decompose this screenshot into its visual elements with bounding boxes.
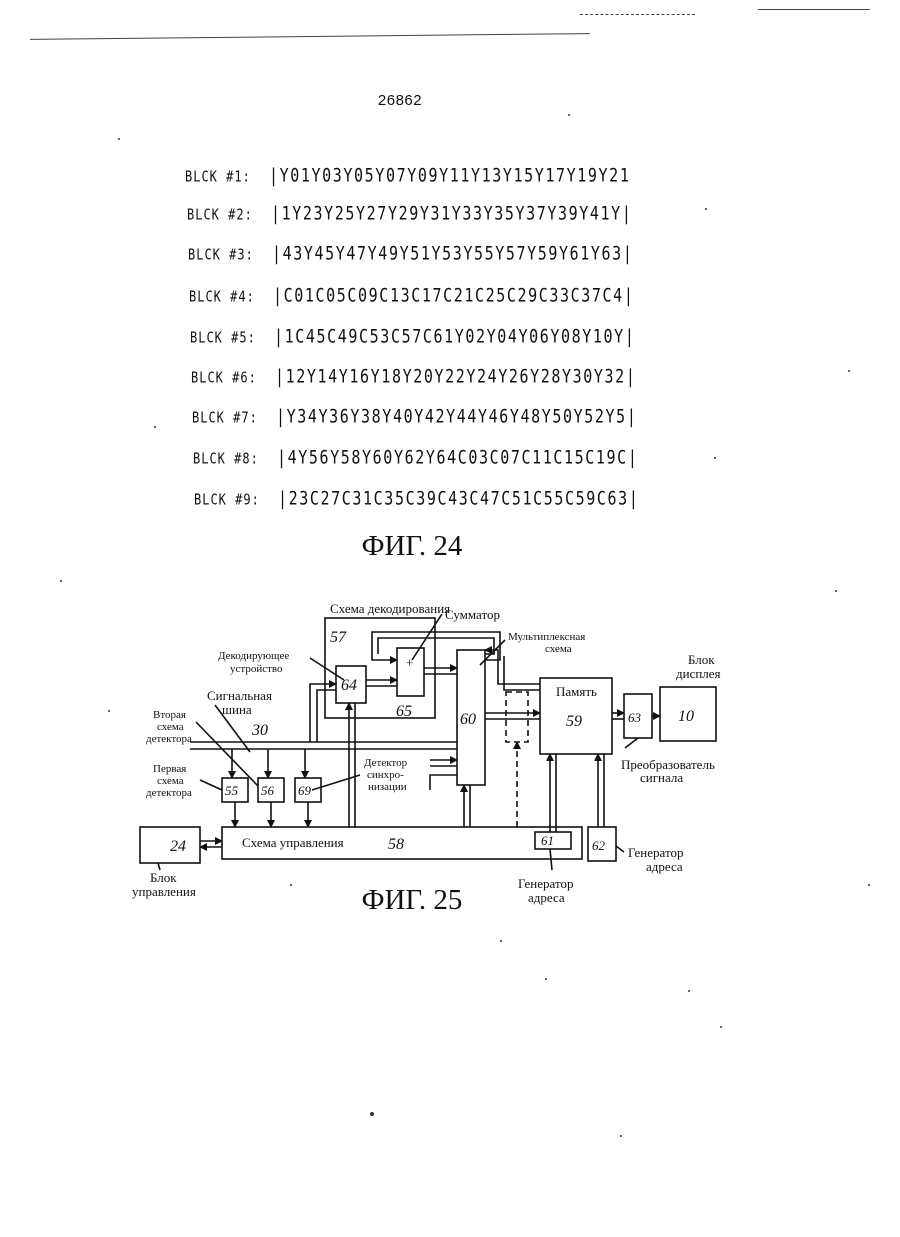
label-58: 58 xyxy=(388,836,404,853)
address-generator-62-label: Генератор xyxy=(628,845,683,860)
scan-speck xyxy=(688,990,690,992)
scan-speck xyxy=(848,370,850,372)
label-61: 61 xyxy=(541,833,554,848)
blck-row: BLCK #1:|Y01Y03Y05Y07Y09Y11Y13Y15Y17Y19Y… xyxy=(185,164,630,187)
blck-row: BLCK #9:|23C27C31C35C39C43C47C51C55C59C6… xyxy=(194,487,639,510)
adder-plus: + xyxy=(406,655,413,670)
scan-speck xyxy=(370,1112,374,1116)
blck-data: |C01C05C09C13C17C21C25C29C33C37C4| xyxy=(273,284,634,307)
label-60: 60 xyxy=(460,711,476,728)
scan-speck xyxy=(620,1135,622,1137)
signal-bus-label: шина xyxy=(222,702,252,717)
blck-data: |1C45C49C53C57C61Y02Y04Y06Y08Y10Y| xyxy=(274,325,635,348)
scan-edge-line xyxy=(580,14,695,15)
second-detector-label: схема xyxy=(157,721,184,733)
blck-label: BLCK #5: xyxy=(190,329,274,347)
scan-speck xyxy=(154,426,156,428)
label-65: 65 xyxy=(396,703,412,720)
label-63: 63 xyxy=(628,710,642,725)
blck-row: BLCK #7:|Y34Y36Y38Y40Y42Y44Y46Y48Y50Y52Y… xyxy=(192,405,637,428)
sync-detector-label: Детектор xyxy=(364,757,408,769)
address-generator-62-label: адреса xyxy=(646,859,683,874)
multiplexer-label: схема xyxy=(545,643,572,655)
sync-detector-label: низации xyxy=(368,781,407,793)
label-57: 57 xyxy=(330,629,347,646)
scan-speck xyxy=(500,940,502,942)
blck-data: |12Y14Y16Y18Y20Y22Y24Y26Y28Y30Y32| xyxy=(275,365,636,388)
label-56: 56 xyxy=(261,783,275,798)
label-64: 64 xyxy=(341,677,357,694)
blck-label: BLCK #9: xyxy=(194,491,278,509)
dashed-block xyxy=(506,692,528,742)
figure-24-caption: ФИГ. 24 xyxy=(262,530,562,563)
sync-detector-label: синхро- xyxy=(367,769,404,781)
scan-speck xyxy=(720,1026,722,1028)
scan-speck xyxy=(545,978,547,980)
scan-speck xyxy=(714,457,716,459)
label-55: 55 xyxy=(225,783,239,798)
scan-speck xyxy=(118,138,120,140)
blck-label: BLCK #2: xyxy=(187,206,271,224)
blck-label: BLCK #3: xyxy=(188,246,272,264)
decoding-scheme-label: Схема декодирования xyxy=(330,601,450,616)
scan-speck xyxy=(868,884,870,886)
memory-label: Память xyxy=(556,684,597,699)
label-10: 10 xyxy=(678,708,694,725)
scan-speck xyxy=(290,884,292,886)
signal-bus-label: Сигнальная xyxy=(207,688,272,703)
display-label: Блок xyxy=(688,652,715,667)
blck-label: BLCK #1: xyxy=(185,168,269,186)
control-scheme-label: Схема управления xyxy=(242,835,344,850)
blck-row: BLCK #3:|43Y45Y47Y49Y51Y53Y55Y57Y59Y61Y6… xyxy=(188,242,633,265)
decoding-device-label: устройство xyxy=(230,663,283,675)
figure-25-caption: ФИГ. 25 xyxy=(262,884,562,917)
label-59: 59 xyxy=(566,713,582,730)
scan-edge-line xyxy=(30,33,590,40)
label-69: 69 xyxy=(298,783,312,798)
first-detector-label: детектора xyxy=(146,787,192,799)
blck-row: BLCK #2:|1Y23Y25Y27Y29Y31Y33Y35Y37Y39Y41… xyxy=(187,202,632,225)
first-detector-label: схема xyxy=(157,775,184,787)
first-detector-label: Первая xyxy=(153,763,186,775)
blck-data: |4Y56Y58Y60Y62Y64C03C07C11C15C19C| xyxy=(277,446,638,469)
control-unit-label: Блок xyxy=(150,870,177,885)
label-24: 24 xyxy=(170,838,186,855)
blck-row: BLCK #4:|C01C05C09C13C17C21C25C29C33C37C… xyxy=(189,284,634,307)
display-label: дисплея xyxy=(676,666,721,681)
blck-data: |23C27C31C35C39C43C47C51C55C59C63| xyxy=(278,487,639,510)
scan-speck xyxy=(108,710,110,712)
converter-label: сигнала xyxy=(640,770,683,785)
decoding-device-label: Декодирующее xyxy=(218,650,289,662)
scan-edge-line xyxy=(758,9,870,10)
scan-speck xyxy=(568,114,570,116)
blck-data: |1Y23Y25Y27Y29Y31Y33Y35Y37Y39Y41Y| xyxy=(271,202,632,225)
blck-row: BLCK #8:|4Y56Y58Y60Y62Y64C03C07C11C15C19… xyxy=(193,446,638,469)
blck-data: |Y34Y36Y38Y40Y42Y44Y46Y48Y50Y52Y5| xyxy=(276,405,637,428)
scan-speck xyxy=(835,590,837,592)
control-unit-label: управления xyxy=(132,884,196,899)
blck-row: BLCK #5:|1C45C49C53C57C61Y02Y04Y06Y08Y10… xyxy=(190,325,635,348)
blck-data: |Y01Y03Y05Y07Y09Y11Y13Y15Y17Y19Y21 xyxy=(269,164,630,187)
label-62: 62 xyxy=(592,838,606,853)
adder-label: Сумматор xyxy=(445,607,500,622)
second-detector-label: Вторая xyxy=(153,709,186,721)
blck-data: |43Y45Y47Y49Y51Y53Y55Y57Y59Y61Y63| xyxy=(272,242,633,265)
second-detector-label: детектора xyxy=(146,733,192,745)
block-diagram: + 57 64 65 60 59 63 10 30 55 56 69 58 24… xyxy=(0,585,900,920)
blck-label: BLCK #7: xyxy=(192,409,276,427)
blck-row: BLCK #6:|12Y14Y16Y18Y20Y22Y24Y26Y28Y30Y3… xyxy=(191,365,636,388)
blck-label: BLCK #6: xyxy=(191,369,275,387)
scan-speck xyxy=(705,208,707,210)
label-30: 30 xyxy=(251,722,268,739)
multiplexer-label: Мультиплексная xyxy=(508,631,585,643)
blck-label: BLCK #4: xyxy=(189,288,273,306)
scan-speck xyxy=(60,580,62,582)
blck-label: BLCK #8: xyxy=(193,450,277,468)
page-number: 26862 xyxy=(360,92,440,109)
